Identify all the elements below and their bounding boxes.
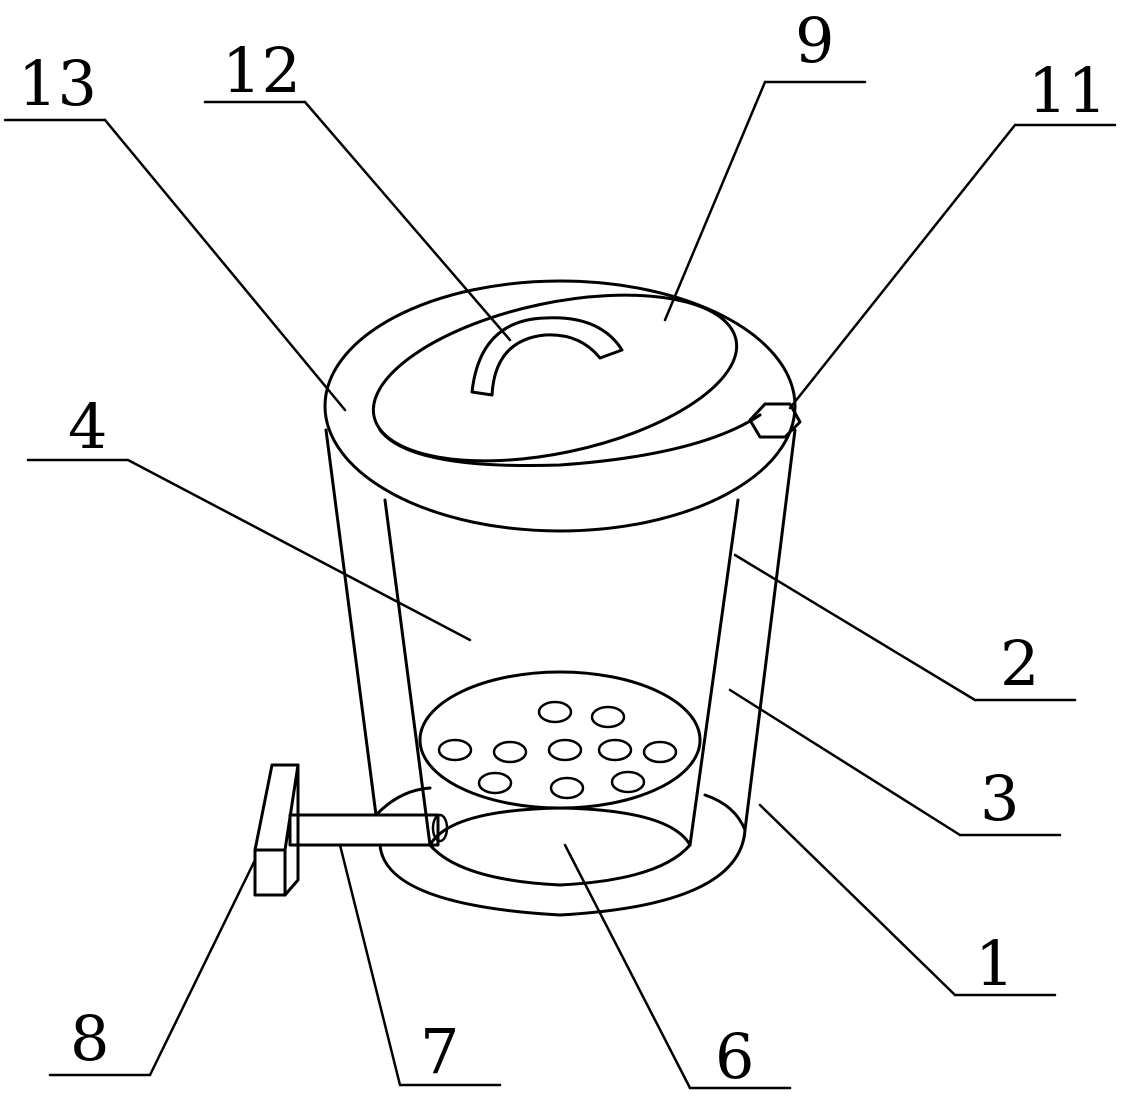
part-labels: 13 12 9 11 4 2 3 1 6 7 8 (18, 4, 1107, 1093)
lid-top (371, 293, 739, 463)
filter-hole (477, 771, 513, 795)
leader-13 (103, 118, 347, 412)
lid (371, 293, 762, 468)
outer-base-front (378, 828, 747, 917)
outer-bucket (323, 279, 797, 917)
lid-handle (470, 316, 624, 397)
label-4: 4 (68, 390, 107, 463)
leader-lines (3, 80, 1117, 1090)
valve-block-front (253, 848, 287, 897)
filter-hole (549, 776, 585, 800)
label-8: 8 (70, 1002, 109, 1075)
filter-hole (547, 738, 583, 762)
outer-base-back-right (703, 793, 747, 832)
label-9: 9 (795, 4, 834, 77)
leader-4 (126, 458, 472, 642)
leader-9 (663, 80, 767, 322)
label-3: 3 (980, 762, 1019, 835)
filter-plate-rim (418, 670, 702, 810)
outer-wall-left (324, 428, 378, 817)
leader-6 (563, 843, 692, 1090)
leader-3 (728, 688, 962, 837)
label-2: 2 (1000, 627, 1039, 700)
latch (748, 402, 802, 439)
inner-base-back (428, 806, 692, 847)
valve-block-edge (253, 763, 300, 852)
inner-base-front (428, 843, 692, 887)
leader-8 (148, 858, 257, 1077)
filter-hole (590, 705, 626, 729)
label-12: 12 (222, 34, 301, 107)
filter-hole (492, 740, 528, 764)
filter-hole (537, 700, 573, 724)
outer-base-back-left (374, 786, 432, 817)
leader-12 (303, 100, 512, 342)
filter-hole (610, 770, 646, 794)
drain-pipe (288, 813, 440, 847)
leader-1 (758, 803, 957, 997)
outer-wall-right (743, 428, 797, 832)
valve-block-side (253, 763, 300, 897)
filter-plate (418, 670, 702, 810)
filter-hole (437, 738, 473, 762)
outer-rim (323, 279, 797, 533)
label-6: 6 (715, 1020, 754, 1093)
leader-2 (733, 553, 977, 702)
label-1: 1 (975, 927, 1014, 1000)
label-7: 7 (420, 1015, 459, 1088)
filter-hole (642, 740, 678, 764)
inner-wall-left (383, 498, 432, 847)
leader-11 (788, 123, 1017, 410)
label-11: 11 (1028, 54, 1107, 127)
leader-7 (338, 843, 402, 1087)
label-13: 13 (18, 47, 97, 120)
drain-valve (253, 763, 449, 897)
drain-pipe-joint (431, 813, 449, 843)
filter-hole (597, 738, 633, 762)
inner-wall-right (688, 498, 740, 847)
